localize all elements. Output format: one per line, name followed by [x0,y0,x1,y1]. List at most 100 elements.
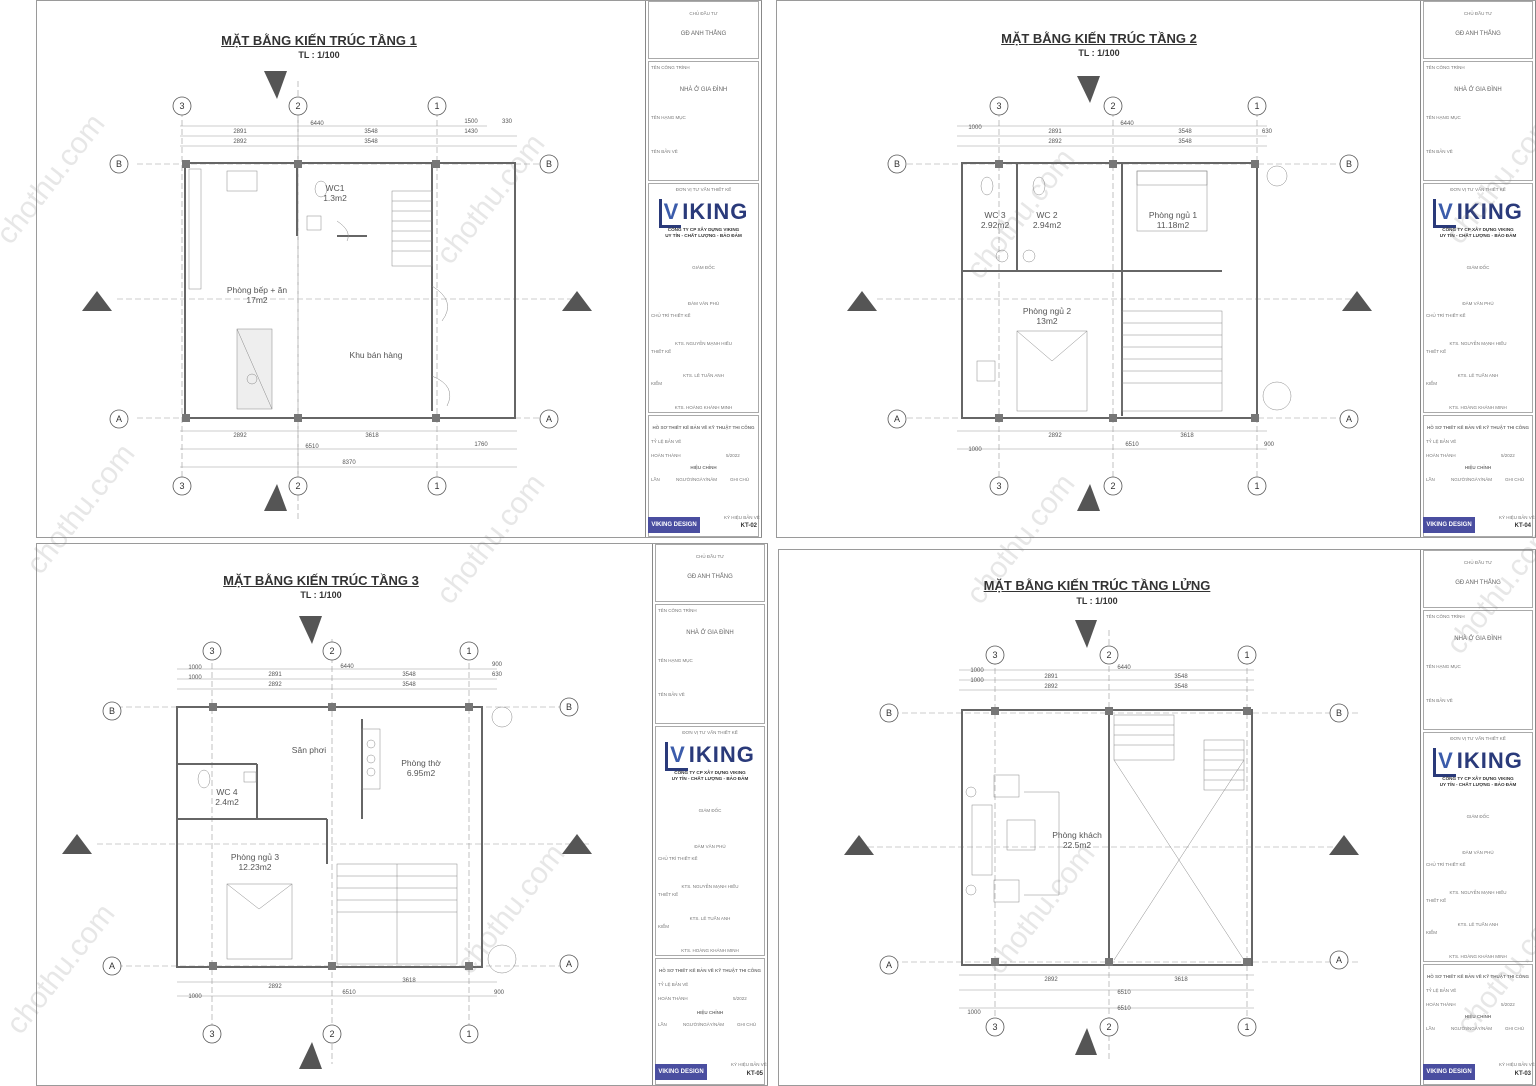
grid-label: B [546,159,552,169]
dimension: 3548 [402,672,416,678]
grid-label: 3 [996,481,1001,491]
grid-label: 2 [295,481,300,491]
grid-label: B [1346,159,1352,169]
grid-label: 2 [1106,1022,1111,1032]
dimension: 6510 [1125,442,1139,448]
dimension: 6510 [342,990,356,996]
grid-label: B [109,706,115,716]
dimension: 1000 [188,675,202,681]
dimension: 2892 [1048,139,1062,145]
dimension: 1430 [464,129,478,135]
floor-plan-lung: 3 2 1 3 2 1 B B A A [844,620,1359,1060]
dimension: 1000 [188,665,202,671]
grid-label: 1 [434,481,439,491]
grid-label: B [894,159,900,169]
grid-label: 2 [295,101,300,111]
title-block: CHỦ ĐẦU TƯ GĐ ANH THẮNG TÊN CÔNG TRÌNH N… [1420,1,1536,537]
plan-title: MẶT BẰNG KIẾN TRÚC TẦNG 3 [223,573,419,588]
dimension: 2891 [233,129,247,135]
dimension: 2892 [233,433,247,439]
dimension: 630 [1261,129,1273,135]
grid-label: 3 [209,646,214,656]
grid-label: 1 [434,101,439,111]
dimension: 3618 [402,978,416,984]
dimension: 3548 [1174,684,1188,690]
dimension: 6440 [340,664,354,670]
grid-label: A [566,959,572,969]
grid-label: B [116,159,122,169]
dimension: 3618 [1174,977,1188,983]
grid-label: A [546,414,552,424]
dimension: 3548 [364,139,378,145]
dimension: 900 [1263,442,1275,448]
dimension: 1000 [188,994,202,1000]
grid-label: 3 [209,1029,214,1039]
dimension: 2891 [1048,129,1062,135]
grid-label: A [116,414,122,424]
plan-scale: TL : 1/100 [298,50,340,60]
dimension: 1500 [464,119,478,125]
grid-label: 2 [1110,101,1115,111]
dimension: 3548 [1178,129,1192,135]
dimension: 6510 [1117,990,1131,996]
dimension: 3618 [365,433,379,439]
grid-label: B [886,708,892,718]
sheet-tang-1: 3 2 1 3 2 1 B B A A MẶT BẰNG KIẾN TRÚC T… [36,0,762,538]
dimension: 2892 [1048,433,1062,439]
grid-label: 3 [992,1022,997,1032]
grid-label: 3 [179,101,184,111]
dimension: 2891 [1044,674,1058,680]
dimension: 3548 [1174,674,1188,680]
grid-label: B [566,702,572,712]
dimension: 1000 [967,1010,981,1016]
dimension: 6510 [305,444,319,450]
grid-label: 2 [1110,481,1115,491]
plan-title: MẶT BẰNG KIẾN TRÚC TẦNG 1 [221,33,417,48]
grid-label: 2 [329,1029,334,1039]
dimension: 330 [501,119,513,125]
dimension: 2892 [1044,977,1058,983]
grid-label: A [886,960,892,970]
grid-label: A [1336,955,1342,965]
grid-label: B [1336,708,1342,718]
dimension: 8370 [342,460,356,466]
grid-label: 1 [466,646,471,656]
grid-label: 1 [1254,101,1259,111]
dimension: 900 [491,662,503,668]
grid-label: 3 [996,101,1001,111]
dimension: 6510 [1117,1006,1131,1012]
dimension: 6440 [310,121,324,127]
dimension: 2892 [268,682,282,688]
grid-label: 3 [179,481,184,491]
grid-label: 3 [992,650,997,660]
grid-label: A [894,414,900,424]
dimension: 900 [493,990,505,996]
grid-label: 1 [1244,650,1249,660]
grid-label: 2 [1106,650,1111,660]
plan-scale: TL : 1/100 [300,590,342,600]
dimension: 3618 [1180,433,1194,439]
dimension: 630 [491,672,503,678]
dimension: 6440 [1117,665,1131,671]
dimension: 1000 [968,125,982,131]
grid-label: 1 [1244,1022,1249,1032]
dimension: 3548 [1178,139,1192,145]
grid-label: 2 [329,646,334,656]
grid-label: 1 [466,1029,471,1039]
floor-plan-1: 3 2 1 3 2 1 B B A A [82,71,592,521]
